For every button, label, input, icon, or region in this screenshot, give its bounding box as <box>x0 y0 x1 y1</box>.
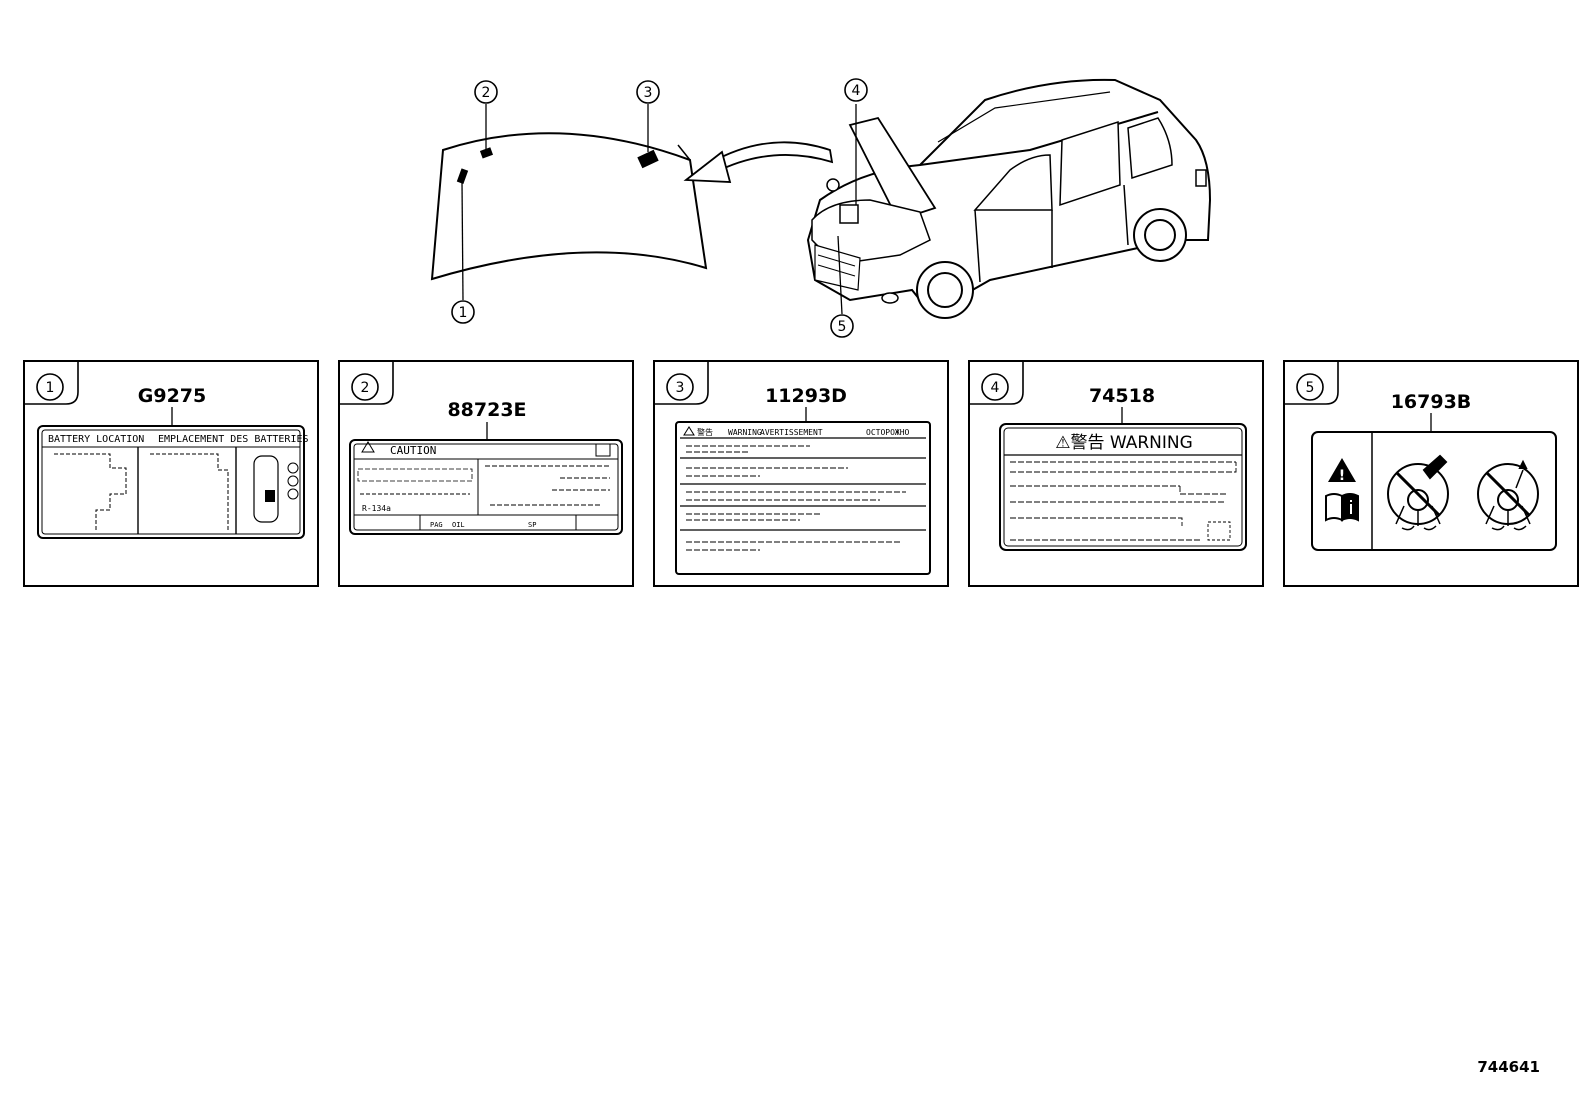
label-text: 警告 <box>697 427 713 437</box>
svg-text:!: ! <box>1339 468 1345 484</box>
label-text: SP <box>528 521 536 529</box>
no-fan-contact-icon <box>1477 459 1539 531</box>
callout-1: 1 <box>459 305 468 321</box>
part-number: 74518 <box>1089 385 1155 407</box>
panel-number: 1 <box>46 380 55 396</box>
panel-number: 3 <box>676 380 685 396</box>
panel-5: 5 16793B ! <box>1283 360 1579 587</box>
part-number: 11293D <box>765 385 847 407</box>
top-callouts: 2 3 1 4 5 <box>451 78 868 338</box>
panel-number: 4 <box>991 380 1000 396</box>
callout-5: 5 <box>838 319 847 335</box>
hood-illustration <box>430 104 708 301</box>
label-text: R-134a <box>362 504 391 513</box>
label-text: PAG <box>430 521 443 529</box>
panel-number: 5 <box>1306 380 1315 396</box>
label-text: EMPLACEMENT DES BATTERIES <box>158 434 309 445</box>
label-text: BATTERY LOCATION <box>48 434 144 445</box>
part-number: 88723E <box>447 399 526 421</box>
warning-triangle-icon <box>361 441 375 453</box>
manual-info-icon <box>1325 493 1359 522</box>
warning-triangle-icon <box>1328 458 1356 482</box>
part-number: 16793B <box>1391 391 1472 413</box>
panel-2: 2 88723E CAUTION R-134a PAG OIL SP <box>338 360 634 587</box>
page-number: 744641 <box>1477 1058 1540 1076</box>
car-illustration <box>806 78 1212 319</box>
label-text: OIL <box>452 521 465 529</box>
panel-3: 3 11293D 警告 WARNING AVERTISSEMENT OCTOPO… <box>653 360 949 587</box>
callout-2: 2 <box>482 85 491 101</box>
part-number: G9275 <box>138 385 206 407</box>
label-text: AVERTISSEMENT <box>760 428 823 437</box>
location-arrow <box>683 141 834 183</box>
label-text: CAUTION <box>390 444 436 457</box>
panel-4: 4 74518 ⚠警告 WARNING <box>968 360 1264 587</box>
panel-number: 2 <box>361 380 370 396</box>
label-text: WARNING <box>728 428 762 437</box>
no-fan-contact-icon <box>1387 454 1449 531</box>
panel-1: 1 G9275 BATTERY LOCATION EMPLACEMENT DES… <box>23 360 319 587</box>
callout-3: 3 <box>644 85 653 101</box>
label-text: OCTOPOЖНО <box>866 428 910 437</box>
callout-4: 4 <box>852 83 861 99</box>
label-text: ⚠警告 WARNING <box>1055 433 1193 453</box>
